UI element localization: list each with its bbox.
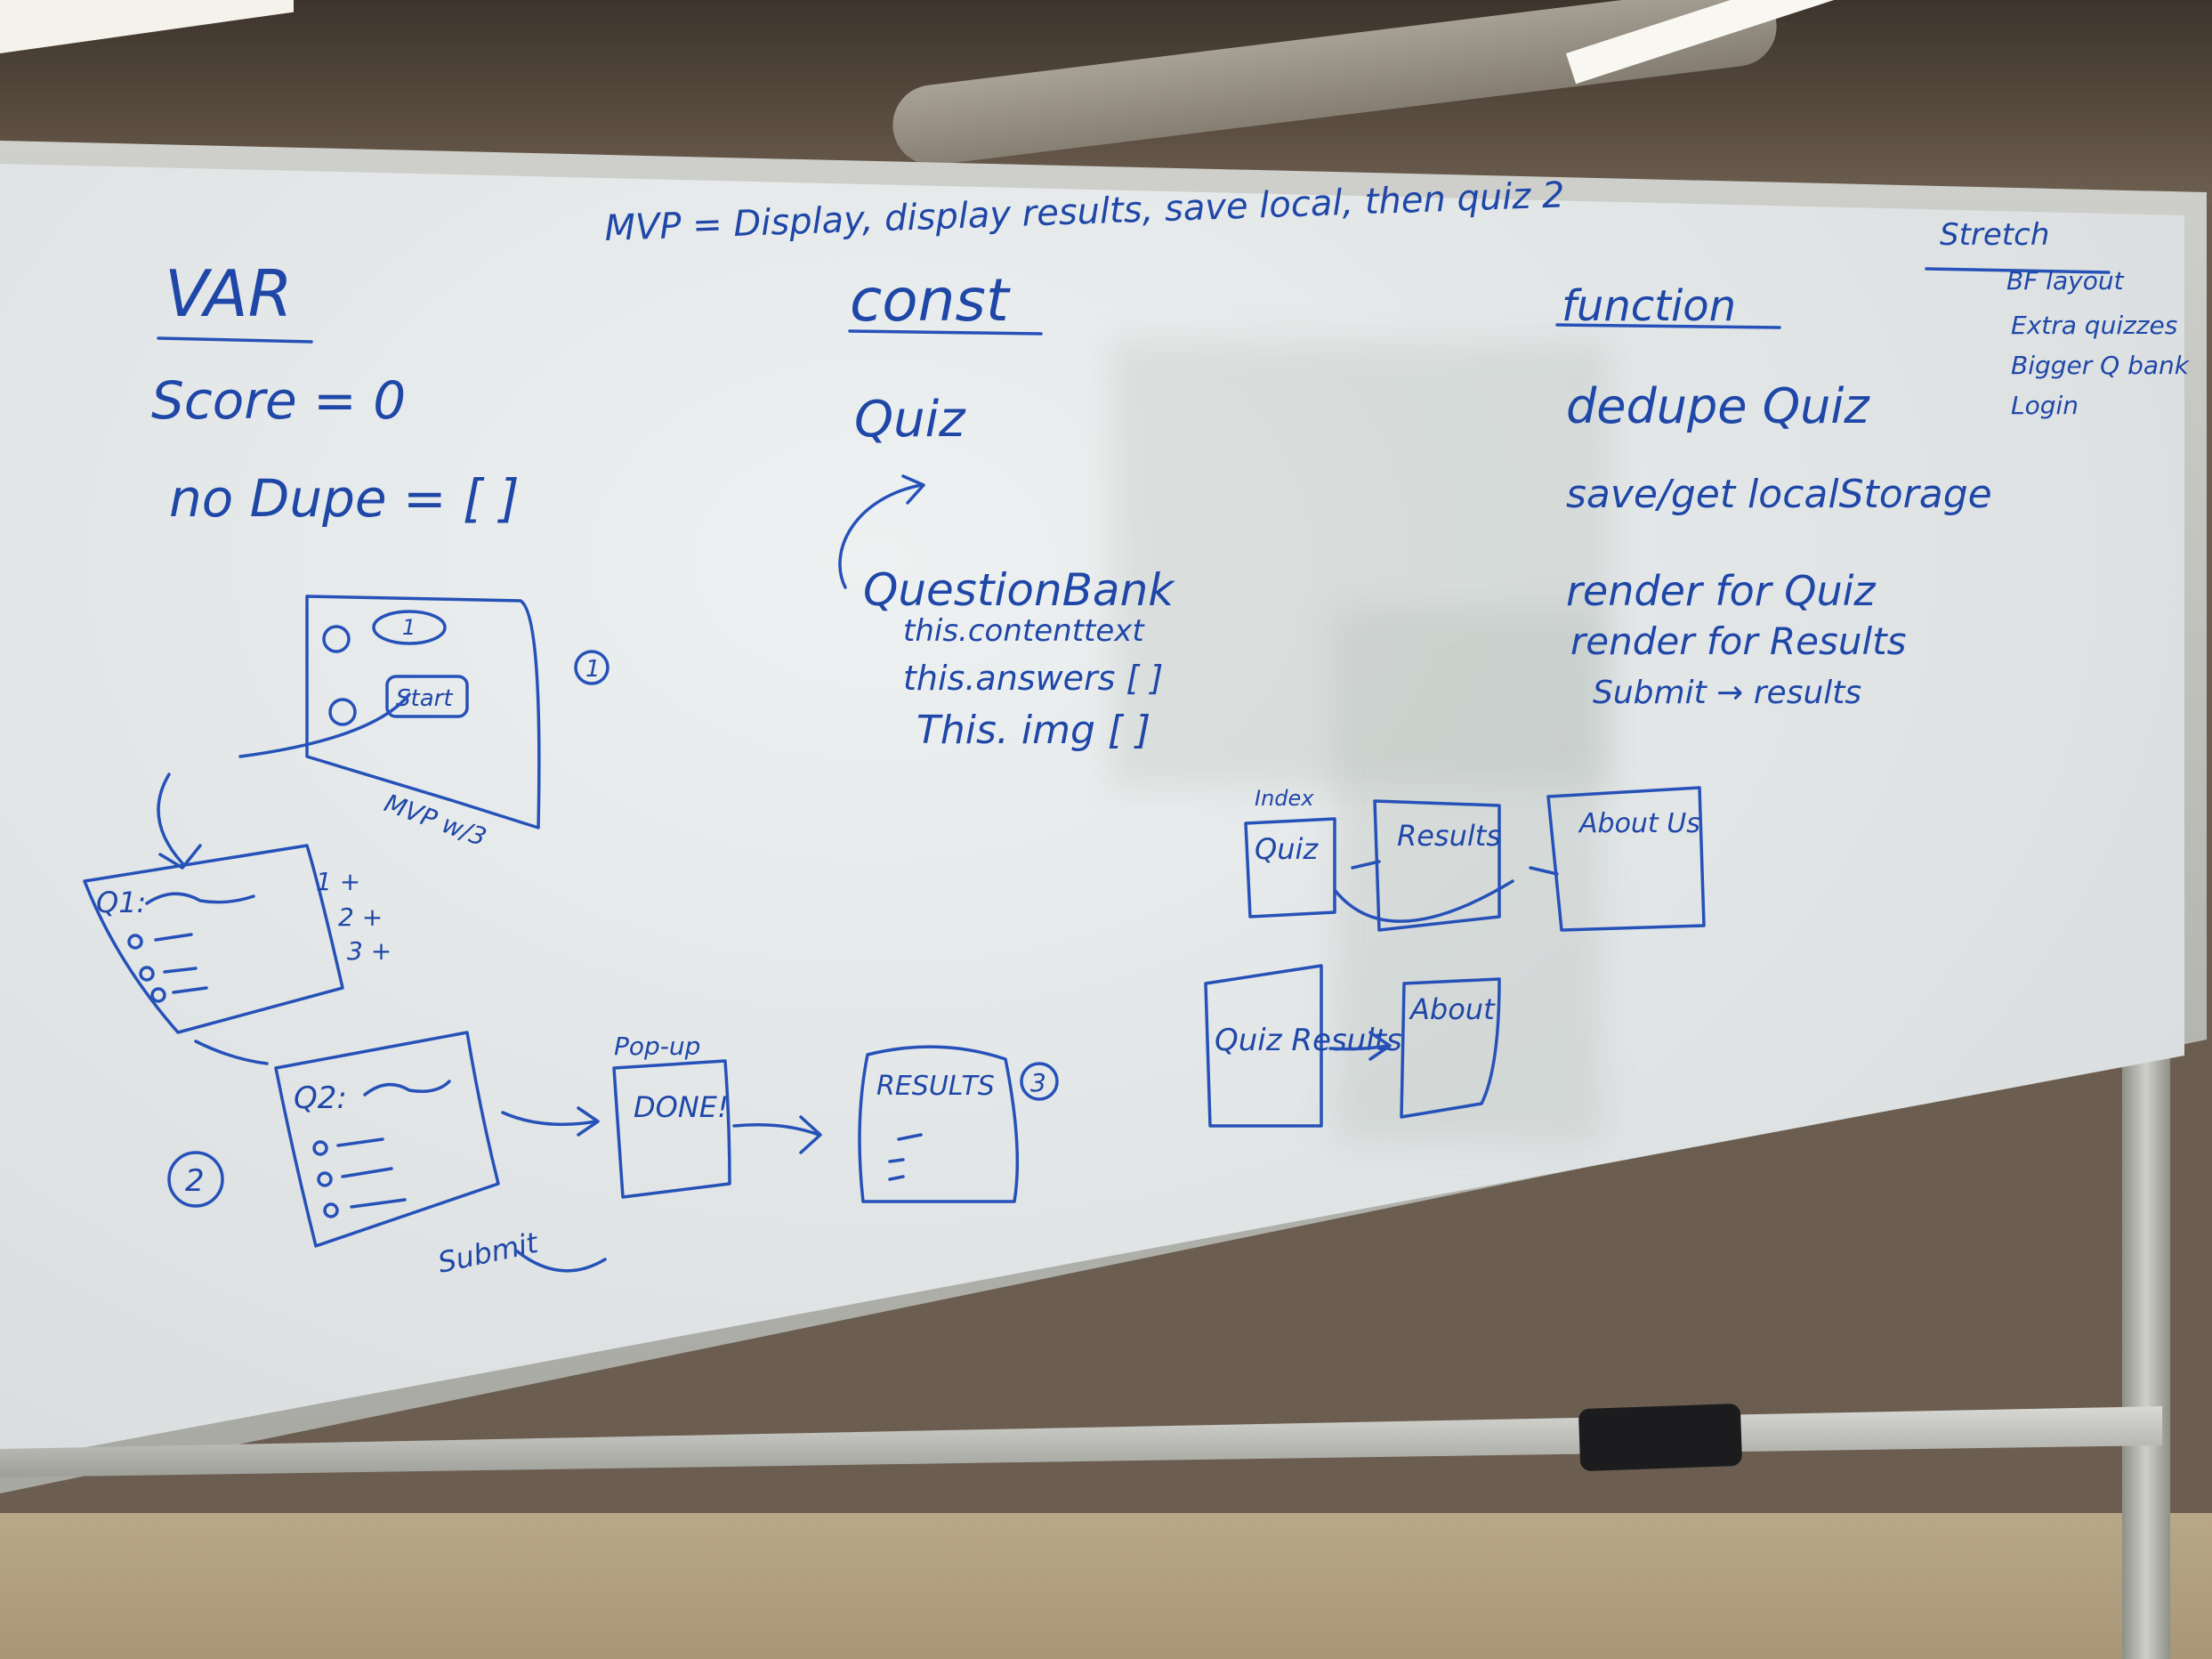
dash xyxy=(897,1133,923,1141)
results-page-label: Results xyxy=(1397,819,1501,853)
quiz-results-page-box xyxy=(1204,964,1323,1128)
arrow xyxy=(732,1123,820,1137)
circle-mark xyxy=(574,650,610,685)
q2-screen-sketch xyxy=(274,1031,500,1248)
const-prop: this.contenttext xyxy=(903,613,1145,649)
function-item: save/get localStorage xyxy=(1566,472,1992,517)
const-underline xyxy=(848,329,1043,336)
arrow-head xyxy=(158,844,202,870)
var-line: no Dupe = [ ] xyxy=(169,468,520,529)
stretch-item: BF layout xyxy=(2006,266,2125,295)
arrow xyxy=(1328,1044,1390,1051)
arrow xyxy=(1351,860,1381,870)
start-screen-sketch xyxy=(305,595,541,830)
sketch-number: 1 xyxy=(402,615,416,640)
dash xyxy=(350,1198,407,1209)
arrow xyxy=(157,773,184,865)
circle-mark xyxy=(328,698,357,726)
dash xyxy=(888,1158,905,1163)
const-item: Quiz xyxy=(854,391,966,449)
radio-sketch xyxy=(323,1202,339,1218)
function-item: Submit → results xyxy=(1593,675,1861,711)
const-prop: this.answers [ ] xyxy=(903,659,1163,698)
score-mark: 1 + xyxy=(316,867,360,896)
var-underline xyxy=(157,336,313,344)
about-page-box xyxy=(1546,786,1706,932)
about-page-label: About Us xyxy=(1578,808,1700,839)
arrow xyxy=(838,483,923,589)
arrow xyxy=(1333,879,1514,923)
arrow xyxy=(501,1111,598,1127)
circle-mark xyxy=(372,610,447,645)
circle-mark xyxy=(322,625,351,653)
circle-mark xyxy=(167,1151,224,1208)
about2-page-box xyxy=(1400,977,1501,1119)
dash xyxy=(341,1167,393,1178)
arrow xyxy=(238,692,411,758)
results-label: RESULTS xyxy=(876,1071,995,1102)
var-line: Score = 0 xyxy=(151,370,406,431)
done-label: DONE! xyxy=(634,1090,729,1124)
floor xyxy=(0,1513,2212,1659)
dash xyxy=(154,933,193,942)
stretch-item: Extra quizzes xyxy=(2011,311,2177,340)
sketch-number: 2 xyxy=(185,1163,205,1199)
score-mark: 2 + xyxy=(338,902,383,932)
quiz-page-label: Quiz xyxy=(1255,832,1319,866)
results-page-box xyxy=(1373,799,1501,932)
popup-sketch xyxy=(612,1059,731,1199)
arrow xyxy=(194,1040,269,1065)
dash xyxy=(888,1175,905,1181)
mvp-label: MVP w/3 xyxy=(381,789,490,853)
arrow xyxy=(514,1249,607,1273)
arrow xyxy=(1529,866,1559,876)
radio-sketch xyxy=(150,987,166,1003)
q2-label: Q2: xyxy=(294,1080,347,1116)
results-sketch xyxy=(858,1045,1020,1203)
arrow-head xyxy=(1368,1031,1392,1061)
about2-page-label: About xyxy=(1409,992,1496,1026)
function-item: render for Results xyxy=(1570,619,1907,663)
q1-screen-sketch xyxy=(83,844,344,1034)
stretch-title: Stretch xyxy=(1940,217,2049,253)
scribble xyxy=(363,1080,451,1097)
function-item: render for Quiz xyxy=(1566,567,1876,615)
sketch-number: 3 xyxy=(1030,1068,1046,1097)
arrow-head xyxy=(577,1106,600,1137)
quiz-page-box xyxy=(1244,817,1336,919)
radio-sketch xyxy=(317,1171,333,1187)
arrow-head xyxy=(901,474,925,505)
mvp-header: MVP = Display, display results, save loc… xyxy=(604,174,1565,249)
const-item: QuestionBank xyxy=(863,564,1175,616)
function-item: dedupe Quiz xyxy=(1566,378,1870,434)
stretch-item: Bigger Q bank xyxy=(2011,351,2191,380)
const-title: const xyxy=(850,266,1011,335)
arrow-head xyxy=(799,1115,822,1154)
function-title: function xyxy=(1562,281,1736,331)
dash xyxy=(336,1137,384,1147)
score-mark: 3 + xyxy=(347,936,392,966)
radio-sketch xyxy=(312,1140,328,1156)
reflection xyxy=(1112,342,1611,787)
var-title: VAR xyxy=(165,256,293,331)
radio-sketch xyxy=(127,934,143,950)
dash xyxy=(172,986,208,994)
start-button-sketch xyxy=(385,675,469,718)
radio-sketch xyxy=(139,966,155,982)
q1-label: Q1: xyxy=(96,886,146,919)
popup-label: Pop-up xyxy=(614,1032,700,1061)
circle-mark xyxy=(1020,1062,1059,1101)
submit-label: Submit xyxy=(435,1226,542,1280)
sketch-number: 1 xyxy=(585,656,601,683)
function-underline xyxy=(1555,323,1781,329)
stretch-underline xyxy=(1925,267,2111,274)
index-label: Index xyxy=(1255,786,1314,811)
const-prop: This. img [ ] xyxy=(916,708,1150,753)
scribble xyxy=(145,892,255,905)
stretch-item: Login xyxy=(2011,391,2079,420)
quiz-results-page-label: Quiz Results xyxy=(1215,1023,1402,1058)
dash xyxy=(163,967,198,974)
